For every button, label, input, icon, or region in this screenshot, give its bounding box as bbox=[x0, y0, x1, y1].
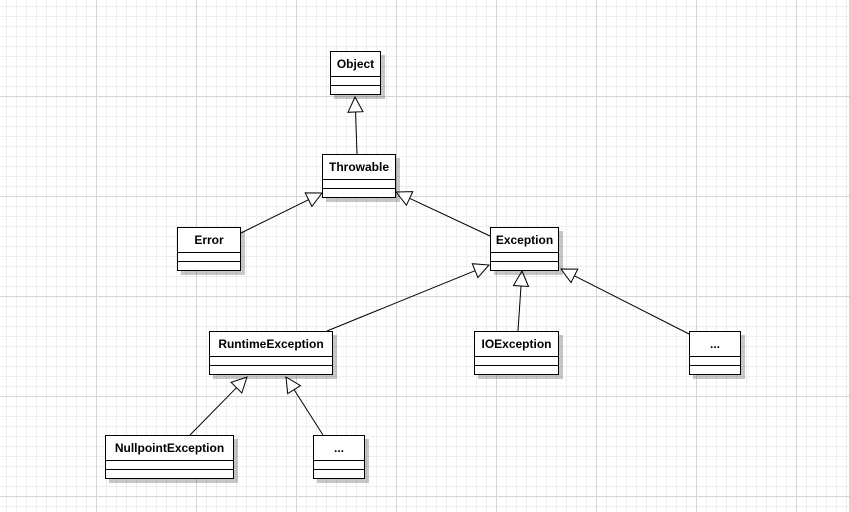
inheritance-arrowhead-icon bbox=[560, 268, 579, 284]
methods-compartment bbox=[690, 365, 740, 374]
methods-compartment bbox=[323, 188, 395, 197]
class-name-io-exception: IOException bbox=[481, 337, 552, 351]
attributes-compartment bbox=[178, 252, 240, 261]
inheritance-arrowhead-icon bbox=[304, 192, 323, 208]
methods-compartment bbox=[491, 261, 558, 270]
class-name-throwable: Throwable bbox=[328, 160, 389, 174]
generalization-exception-to-throwable bbox=[394, 191, 491, 237]
attributes-compartment bbox=[106, 460, 233, 469]
class-io-exception[interactable]: IOException bbox=[474, 331, 559, 375]
class-name-error: Error bbox=[194, 233, 224, 247]
class-nullpoint-exception[interactable]: NullpointException bbox=[105, 435, 234, 479]
attributes-compartment bbox=[314, 460, 364, 469]
generalization-line bbox=[326, 270, 476, 332]
generalization-runtime-exception-to-exception bbox=[326, 263, 491, 332]
inheritance-arrowhead-icon bbox=[230, 376, 248, 394]
generalization-line bbox=[355, 111, 358, 155]
inheritance-arrowhead-icon bbox=[285, 376, 302, 395]
class-error[interactable]: Error bbox=[177, 227, 241, 271]
class-object[interactable]: Object bbox=[330, 51, 381, 95]
methods-compartment bbox=[106, 469, 233, 478]
class-name-runtime-more: ... bbox=[333, 441, 344, 455]
generalization-line bbox=[517, 285, 522, 332]
class-throwable[interactable]: Throwable bbox=[322, 154, 396, 198]
inheritance-arrowhead-icon bbox=[394, 191, 414, 207]
generalization-error-to-throwable bbox=[240, 192, 323, 234]
class-runtime-more[interactable]: ... bbox=[313, 435, 365, 479]
generalization-nullpoint-exception-to-runtime-exception bbox=[189, 376, 248, 436]
methods-compartment bbox=[475, 365, 558, 374]
generalization-line bbox=[189, 387, 237, 436]
generalization-runtime-more-to-runtime-exception bbox=[285, 376, 324, 436]
class-name-exception-more: ... bbox=[709, 337, 720, 351]
inheritance-arrowhead-icon bbox=[471, 263, 491, 279]
generalization-throwable-to-object bbox=[347, 95, 364, 155]
generalization-exception-more-to-exception bbox=[560, 268, 690, 335]
class-exception[interactable]: Exception bbox=[490, 227, 559, 271]
generalization-line bbox=[293, 389, 324, 436]
generalization-io-exception-to-exception bbox=[512, 269, 530, 332]
inheritance-arrowhead-icon bbox=[512, 269, 530, 288]
generalization-line bbox=[409, 197, 491, 237]
class-name-object: Object bbox=[336, 57, 375, 71]
methods-compartment bbox=[178, 261, 240, 270]
class-runtime-exception[interactable]: RuntimeException bbox=[209, 331, 333, 375]
inheritance-arrowhead-icon bbox=[347, 95, 364, 113]
generalization-line bbox=[574, 275, 690, 335]
class-exception-more[interactable]: ... bbox=[689, 331, 741, 375]
methods-compartment bbox=[331, 85, 380, 94]
attributes-compartment bbox=[690, 356, 740, 365]
attributes-compartment bbox=[331, 76, 380, 85]
class-name-nullpoint-exception: NullpointException bbox=[114, 441, 225, 455]
generalization-line bbox=[240, 199, 309, 234]
attributes-compartment bbox=[323, 179, 395, 188]
attributes-compartment bbox=[491, 252, 558, 261]
attributes-compartment bbox=[475, 356, 558, 365]
methods-compartment bbox=[210, 365, 332, 374]
class-name-exception: Exception bbox=[495, 233, 554, 247]
attributes-compartment bbox=[210, 356, 332, 365]
methods-compartment bbox=[314, 469, 364, 478]
class-name-runtime-exception: RuntimeException bbox=[218, 337, 324, 351]
